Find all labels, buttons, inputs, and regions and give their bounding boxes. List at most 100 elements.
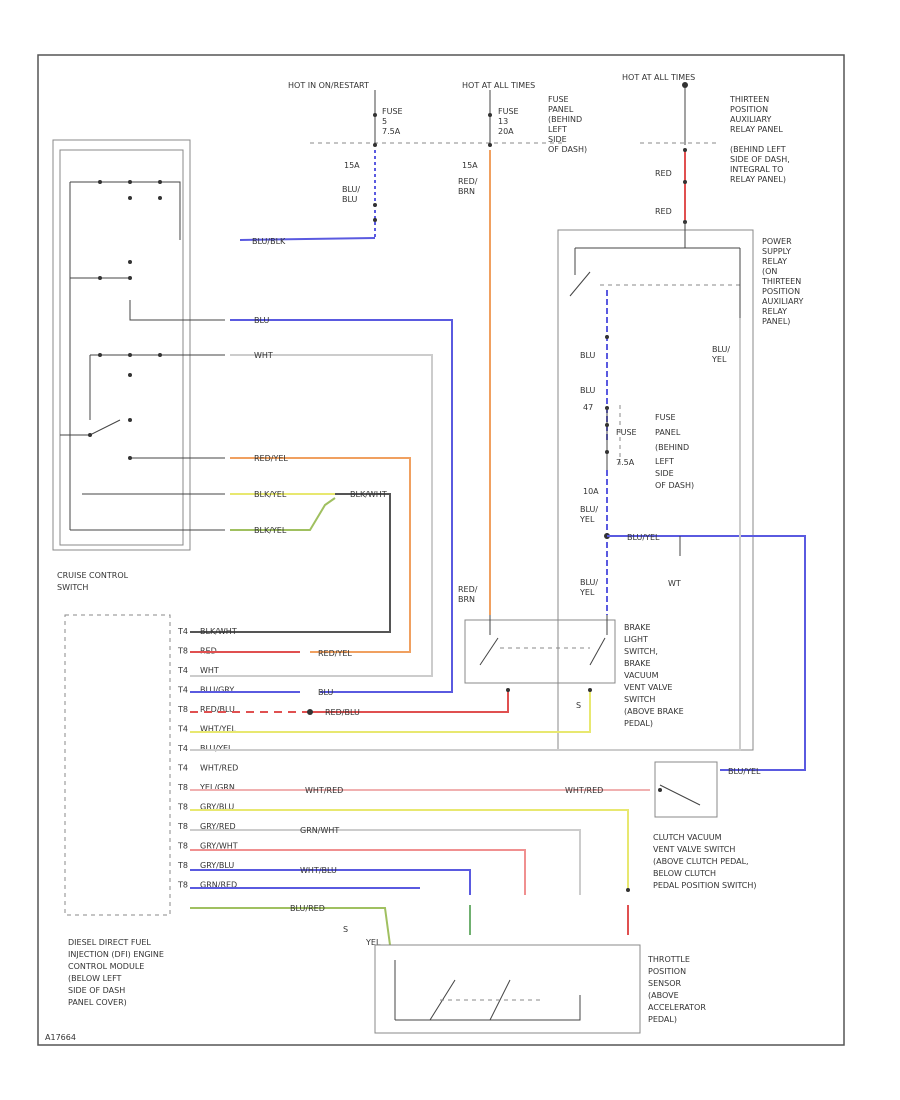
wire-wht-yel-ecm xyxy=(190,690,591,733)
ecm-pin-9: T8 xyxy=(177,803,188,812)
wire-label-blu-blk: BLU/BLK xyxy=(252,237,286,246)
fuse2-label-1: FUSE xyxy=(498,107,519,116)
ecm-label-red-blu: RED/BLU xyxy=(325,708,360,717)
relay-panel-label-7: INTEGRAL TO xyxy=(730,165,783,174)
fuse-panel2-label-6: OF DASH) xyxy=(655,481,694,490)
power-label-all: HOT AT ALL TIMES xyxy=(622,73,695,82)
fuse3-terminal-top xyxy=(605,423,609,427)
fuse-panel-label-2: PANEL xyxy=(548,105,574,114)
brake-label-6: VENT VALVE xyxy=(624,683,672,692)
throttle-label-1: THROTTLE xyxy=(647,955,690,964)
ecm-pin-4: T8 xyxy=(177,705,188,714)
fuse3-label-2: 47 xyxy=(583,403,593,412)
fuse1-label-3: 7.5A xyxy=(382,127,401,136)
fuse-panel-label-4: LEFT xyxy=(548,125,567,134)
wire-label-red-yel-top: RED/YEL xyxy=(254,454,288,463)
ecm-pin-wire-4: RED/BLU xyxy=(200,705,235,714)
relay-panel-label-6: SIDE OF DASH, xyxy=(730,155,790,164)
splice-fuse1-b xyxy=(373,218,377,222)
fuse1-label-2: 5 xyxy=(382,117,387,126)
ecm-pin-wire-3: BLU/GRY xyxy=(200,686,234,695)
ecm-pin-6: T4 xyxy=(177,744,188,753)
brake-label-8: (ABOVE BRAKE xyxy=(624,707,684,716)
fuse2-label-3: 20A xyxy=(498,127,514,136)
relay-panel-label-2: POSITION xyxy=(730,105,768,114)
cruise-switch-label-2: SWITCH xyxy=(57,583,88,592)
ecm-pin-wire-8: YEL/GRN xyxy=(199,783,235,792)
ecm-pin-11: T8 xyxy=(177,842,188,851)
wire-label-wt: WT xyxy=(668,579,681,588)
ecm-label-red-yel: RED/YEL xyxy=(318,649,352,658)
footer-code: A17664 xyxy=(45,1033,76,1042)
power-relay-label-3: RELAY xyxy=(762,257,787,266)
ecm-pin-1: T8 xyxy=(177,647,188,656)
wire-label-blu-yel-out: BLU/YEL xyxy=(728,767,761,776)
relay-term-1 xyxy=(683,148,687,152)
relay-panel-label-8: RELAY PANEL) xyxy=(730,175,786,184)
amp-10a-right: 10A xyxy=(583,487,599,496)
wire-blk-wht-switch xyxy=(190,493,391,633)
relay-panel-label-1: THIRTEEN xyxy=(729,95,769,104)
wire-label-blu-top: BLU xyxy=(254,316,270,325)
power-relay-switch xyxy=(569,271,591,297)
throttle-label-3: SENSOR xyxy=(648,979,681,988)
fuse-panel2-label-1: FUSE xyxy=(655,413,676,422)
wire-yel-throttle xyxy=(190,809,629,890)
wire-label-blu-side2: BLU xyxy=(580,386,596,395)
ecm-pin-5: T4 xyxy=(177,725,188,734)
wire-label-blu-blu-1: BLU/ xyxy=(342,185,360,194)
ecm-pin-0: T4 xyxy=(177,627,188,636)
wire-label-blu-yel-right: BLU/YEL xyxy=(627,533,660,542)
throttle-label-4: (ABOVE xyxy=(648,991,679,1000)
fuse1-label-1: FUSE xyxy=(382,107,403,116)
wire-grn-wht xyxy=(190,829,581,895)
brake-label-5: VACUUM xyxy=(624,671,659,680)
wire-label-red-right-1: RED xyxy=(655,169,672,178)
ecm-pin-8: T8 xyxy=(177,783,188,792)
brake-label-2: LIGHT xyxy=(624,635,648,644)
ecm-pin-wire-0: BLK/WHT xyxy=(200,627,237,636)
wire-label-blu-yel-side2-1: BLU/ xyxy=(580,578,598,587)
ecm-pin-wire-9: GRY/BLU xyxy=(200,803,234,812)
power-relay-label-5: THIRTEEN xyxy=(761,277,801,286)
wire-label-blk-wht: BLK/WHT xyxy=(350,490,387,499)
cruise-switch-label-1: CRUISE CONTROL xyxy=(57,571,129,580)
wire-red-blu-ecm-b xyxy=(310,690,509,713)
amp-15a-left: 15A xyxy=(344,161,360,170)
wire-label-red-brn-1: RED/ xyxy=(458,177,478,186)
ecm-label-blu: BLU xyxy=(318,688,334,697)
wire-label-blk-yel: BLK/YEL xyxy=(254,490,287,499)
ecm-pin-wire-7: WHT/RED xyxy=(200,764,238,773)
ecm-label-grn-wht: GRN/WHT xyxy=(300,826,339,835)
wire-wht-switch xyxy=(190,354,433,677)
fuse3-terminal-bottom xyxy=(605,450,609,454)
throttle-label-2: POSITION xyxy=(648,967,686,976)
fuse-panel-label-6: OF DASH) xyxy=(548,145,587,154)
clutch-label-3: (ABOVE CLUTCH PEDAL, xyxy=(653,857,749,866)
ecm-pin-10: T8 xyxy=(177,822,188,831)
ecm-label-1: DIESEL DIRECT FUEL xyxy=(68,938,151,947)
fuse2-terminal-bottom xyxy=(488,143,492,147)
ecm-pin-wire-13: GRN/RED xyxy=(200,881,237,890)
ecm-pin-wire-10: GRY/RED xyxy=(200,822,236,831)
fuse1-terminal-bottom xyxy=(373,143,377,147)
wire-label-blu-yel-side-2: YEL xyxy=(579,515,595,524)
wire-red-yel-switch xyxy=(230,457,411,653)
ecm-label-wht-red-mid: WHT/RED xyxy=(305,786,343,795)
fuse-panel-label-1: FUSE xyxy=(548,95,569,104)
wire-label-blu-yel-side2-2: YEL xyxy=(579,588,595,597)
ecm-pin-13: T8 xyxy=(177,881,188,890)
fuse2-terminal-top xyxy=(488,113,492,117)
fuse-panel2-label-2: PANEL xyxy=(655,428,681,437)
ecm-label-4: (BELOW LEFT xyxy=(68,974,122,983)
ecm-pin-12: T8 xyxy=(177,861,188,870)
clutch-label-2: VENT VALVE SWITCH xyxy=(653,845,735,854)
fuse2-label-2: 13 xyxy=(498,117,508,126)
ecm-pin-2: T4 xyxy=(177,666,188,675)
wire-blu-blk-to-switch xyxy=(239,237,376,241)
power-relay-label-7: AUXILIARY xyxy=(762,297,804,306)
power-relay-label-1: POWER xyxy=(762,237,792,246)
brake-label-1: BRAKE xyxy=(624,623,651,632)
clutch-switch-box xyxy=(654,761,718,818)
brake-label-7: SWITCH xyxy=(624,695,655,704)
